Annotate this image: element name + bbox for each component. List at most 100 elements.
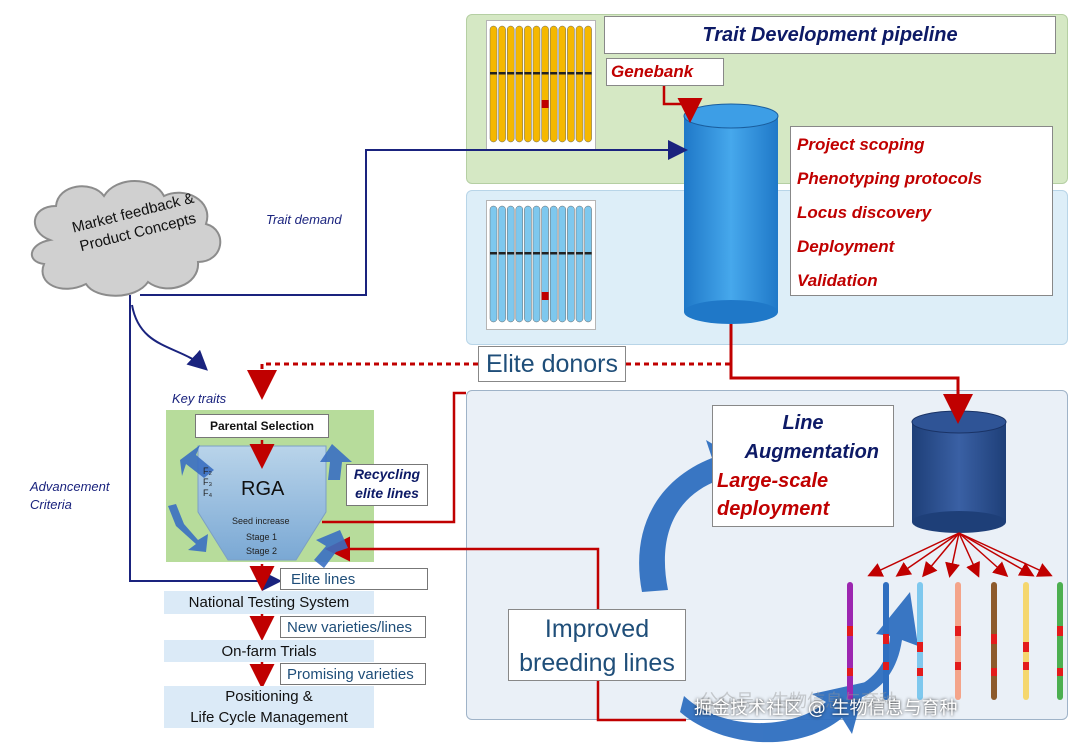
chromosome xyxy=(575,205,584,323)
chromosome xyxy=(498,25,506,143)
introgression-segment xyxy=(1023,642,1029,652)
pipeline-steps: Project scoping Phenotyping protocols Lo… xyxy=(790,126,1053,296)
centromere xyxy=(533,252,540,255)
chromosome xyxy=(524,205,532,323)
centromere xyxy=(576,72,583,75)
chromosome xyxy=(584,25,592,143)
recycling-line-2: elite lines xyxy=(355,485,419,501)
introgression-segment xyxy=(883,662,889,670)
line-aug-line-4: deployment xyxy=(717,498,830,520)
centromere xyxy=(507,72,515,75)
introgression-segment xyxy=(955,662,961,670)
introgression-segment xyxy=(847,668,853,676)
centromere xyxy=(490,72,497,75)
chromosome xyxy=(549,205,558,323)
parental-selection-label: Parental Selection xyxy=(195,414,329,438)
centromere xyxy=(558,72,566,75)
centromere xyxy=(524,72,532,75)
seed-increase-label: Seed increase xyxy=(232,516,290,526)
introgression-segment xyxy=(883,634,889,644)
chromosome xyxy=(515,25,524,143)
advancement-line-2: Criteria xyxy=(30,497,72,512)
fan-out-arrows xyxy=(867,532,1053,578)
positioning-line-1: Positioning & xyxy=(225,688,313,705)
step-deployment: Deployment xyxy=(797,237,895,256)
chromosome xyxy=(498,205,506,323)
trait-database-cylinder xyxy=(683,103,779,324)
market-cloud-shape xyxy=(31,180,222,297)
centromere xyxy=(576,252,583,255)
marker-segment xyxy=(541,292,549,300)
centromere xyxy=(515,72,523,75)
line-aug-line-3: Large-scale xyxy=(717,470,829,492)
chromosome xyxy=(558,25,567,143)
improved-line-1: Improved xyxy=(544,615,650,643)
promising-varieties-callout: Promising varieties xyxy=(280,663,426,685)
genebank-label: Genebank xyxy=(606,58,724,86)
centromere xyxy=(584,72,592,75)
watermark-ghost: 公众号 · 生物信息与育种 xyxy=(700,691,898,712)
step-project-scoping: Project scoping xyxy=(797,135,925,154)
rga-title: RGA xyxy=(241,478,285,500)
orange-chromosomes xyxy=(489,25,592,143)
marker-segment xyxy=(541,100,549,108)
recycling-flow xyxy=(322,391,466,524)
fan-arrow xyxy=(867,532,960,577)
breeding-database-cylinder xyxy=(911,410,1007,533)
centromere xyxy=(498,252,506,255)
line-augmentation-box: Line Augmentation Large-scale deployment xyxy=(712,405,894,527)
introgression-segment xyxy=(991,634,997,644)
centromere xyxy=(558,252,566,255)
chromosome xyxy=(524,25,532,143)
fan-arrow xyxy=(945,532,960,578)
fan-arrow xyxy=(922,532,960,578)
centromere xyxy=(550,252,558,255)
chromosome xyxy=(506,205,515,323)
introgression-segment xyxy=(1057,668,1063,676)
line-chromosome xyxy=(955,582,961,700)
chromosome xyxy=(489,25,498,143)
chromosome xyxy=(575,25,584,143)
elite-donor-flow xyxy=(247,362,730,400)
line-chromosome xyxy=(847,582,853,700)
trait-demand-label: Trait demand xyxy=(266,212,342,227)
navy-flow-lines xyxy=(129,140,688,591)
fan-arrow xyxy=(895,532,960,577)
line-aug-line-1: Line xyxy=(782,412,824,434)
centromere xyxy=(490,252,497,255)
introgression-segment xyxy=(1023,662,1029,670)
recycling-elite-lines: Recycling elite lines xyxy=(346,464,428,506)
fan-arrow xyxy=(958,532,1035,577)
centromere xyxy=(584,252,592,255)
chromosome xyxy=(532,25,541,143)
step-phenotyping: Phenotyping protocols xyxy=(797,169,983,188)
generation-f3: F₃ xyxy=(203,477,213,487)
chromosome xyxy=(541,25,549,143)
centromere xyxy=(533,72,540,75)
line-chromosome xyxy=(1023,582,1029,700)
fan-arrow xyxy=(958,532,1009,577)
chromosome xyxy=(532,205,541,323)
centromere xyxy=(498,72,506,75)
fan-arrow xyxy=(958,532,1053,577)
introgression-segment xyxy=(1057,626,1063,636)
improved-line-chromosomes xyxy=(847,582,1063,700)
blue-chromosomes xyxy=(489,205,592,323)
chromosome xyxy=(506,25,515,143)
generation-f2: F₂ xyxy=(203,466,212,476)
advancement-criteria-label: Advancement Criteria xyxy=(30,478,110,514)
national-testing-box: National Testing System xyxy=(164,591,374,614)
centromere xyxy=(524,252,532,255)
centromere xyxy=(507,252,515,255)
introgression-segment xyxy=(847,626,853,636)
centromere xyxy=(541,72,549,75)
genebank-arrow xyxy=(662,86,703,123)
deployment-flow xyxy=(729,324,973,424)
introgression-segment xyxy=(917,642,923,652)
recycling-line-1: Recycling xyxy=(353,466,421,482)
centromere xyxy=(541,252,549,255)
introgression-segment xyxy=(991,668,997,676)
positioning-box: Positioning & Life Cycle Management xyxy=(164,686,374,728)
chromosome xyxy=(567,205,575,323)
line-chromosome xyxy=(1057,582,1063,700)
